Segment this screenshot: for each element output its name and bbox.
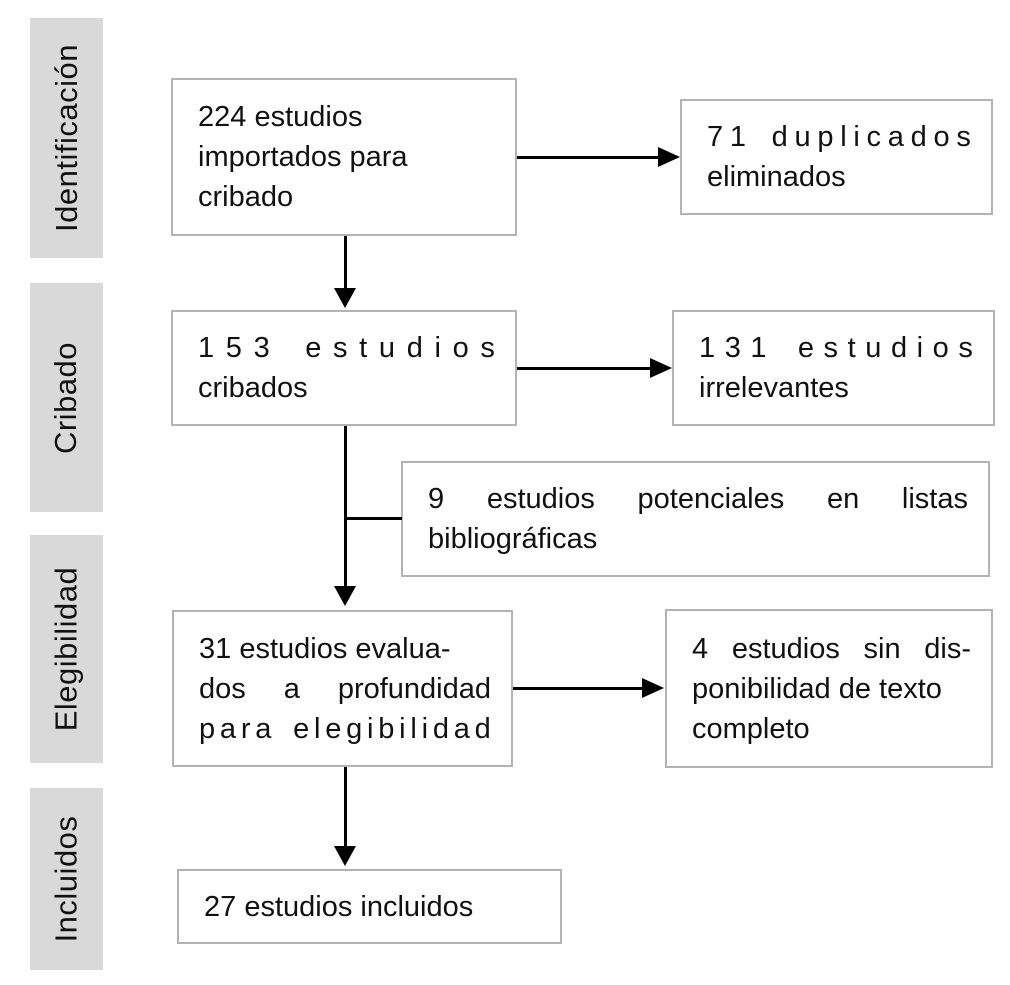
arrowhead-down-icon [334, 586, 356, 606]
box-line: 224 estudios [198, 101, 363, 133]
arrow-assessed-to-included [344, 767, 347, 847]
stage-identification: Identificación [30, 18, 103, 258]
arrow-imported-to-duplicates [517, 156, 658, 159]
box-studies-included: 27 estudios incluidos [177, 869, 562, 944]
box-line: importados para [198, 141, 408, 173]
arrow-screened-to-assessed [344, 426, 347, 587]
stage-label: Elegibilidad [48, 566, 84, 732]
connector-potential-branch [345, 517, 402, 520]
box-line: eliminados [707, 161, 846, 193]
arrow-assessed-to-nofulltext [513, 687, 642, 690]
stage-label: Cribado [48, 341, 84, 454]
arrowhead-right-icon [658, 147, 680, 167]
stage-screening: Cribado [30, 283, 103, 512]
box-line: ponibilidad de texto [692, 672, 942, 705]
stage-included: Incluidos [30, 788, 103, 970]
arrow-imported-to-screened [344, 236, 347, 290]
box-line: cribados [198, 372, 308, 404]
arrowhead-right-icon [650, 358, 672, 378]
arrowhead-down-icon [334, 288, 356, 308]
arrowhead-down-icon [334, 846, 356, 866]
box-line: completo [692, 712, 810, 745]
stage-label: Identificación [48, 44, 84, 232]
box-line: irrelevantes [699, 372, 849, 404]
box-line: 27 estudios incluidos [204, 890, 474, 923]
stage-label: Incluidos [48, 815, 84, 943]
box-line: cribado [198, 181, 294, 213]
box-imported-studies: 224 estudios importados para cribado [171, 78, 517, 236]
stage-eligibility: Elegibilidad [30, 535, 103, 763]
box-line: 31 estudios evalua- [199, 632, 451, 665]
arrowhead-right-icon [642, 678, 664, 698]
arrow-screened-to-irrelevant [517, 367, 650, 370]
box-line: bibliográficas [428, 523, 598, 555]
